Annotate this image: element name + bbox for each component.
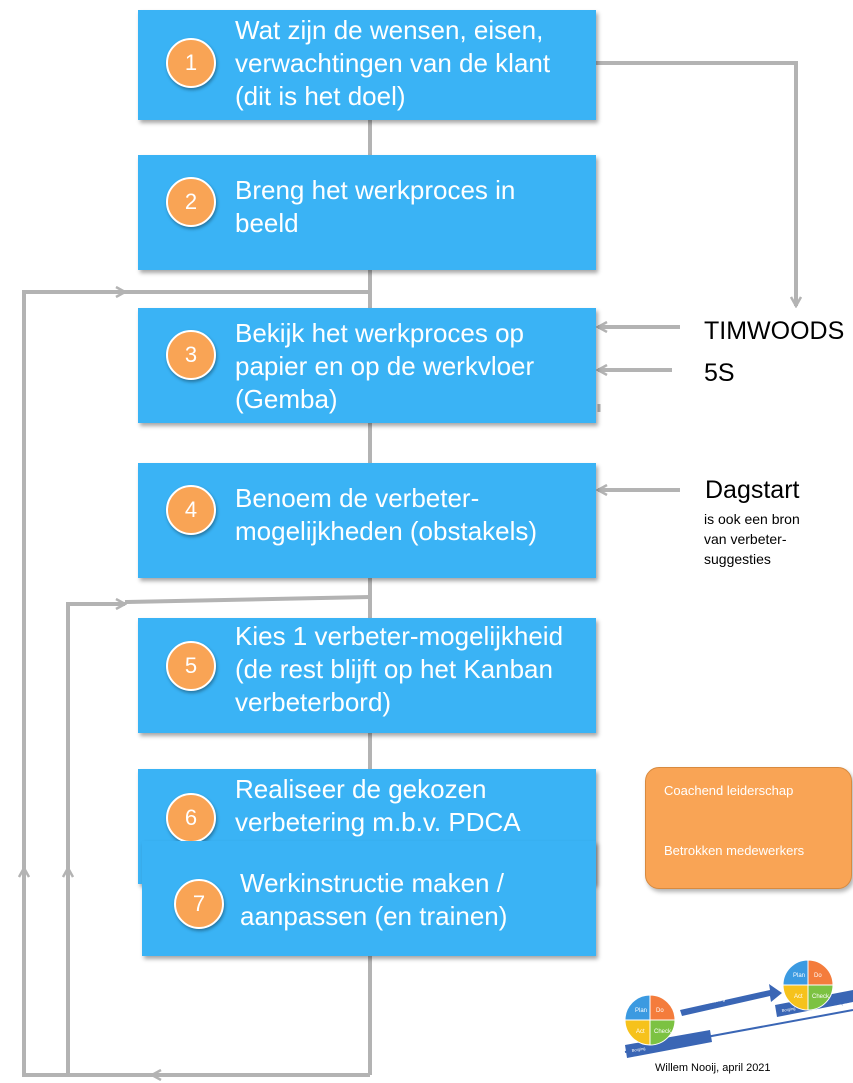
loop-segment-to-main-5: [124, 595, 371, 604]
verbetering-label: Verbetering: [699, 997, 725, 1007]
betrokken-medewerkers-text: Betrokken medewerkers: [664, 843, 805, 858]
step-7-badge: 7: [174, 879, 224, 929]
step-3-text: Bekijk het werkproces op papier en op de…: [235, 318, 535, 414]
step-2-badge: 2: [166, 177, 216, 227]
pdca-base-line: [624, 1009, 853, 1053]
pdca-plan-left: Plan: [635, 1008, 647, 1014]
dagstart-label: Dagstart: [705, 476, 800, 504]
verbetering-arrow: [680, 984, 782, 1016]
step-6-badge: 6: [166, 793, 216, 843]
step-4-box: 4 Benoem de verbeter- mogelijkheden (obs…: [138, 463, 596, 578]
step-7-box: 7 Werkinstructie maken / aanpassen (en t…: [142, 841, 596, 956]
step-7-text: Werkinstructie maken / aanpassen (en tra…: [240, 868, 508, 931]
step-1-text: Wat zijn de wensen, eisen, verwachtingen…: [235, 15, 551, 111]
pdca-illustration: Verbetering Borging Borging Prestaties (…: [624, 959, 853, 1058]
step-1-box: 1 Wat zijn de wensen, eisen, verwachting…: [138, 10, 596, 120]
pdca-check-left: Check: [654, 1029, 672, 1035]
timwoods-label: TIMWOODS: [704, 317, 845, 345]
step-2-text: Breng het werkproces in beeld: [235, 175, 516, 238]
pdca-wheel-right: Plan Do Act Check: [782, 959, 834, 1011]
step-3-box: 3 Bekijk het werkproces op papier en op …: [138, 308, 596, 423]
pdca-wheel-left: Plan Do Act Check: [624, 994, 676, 1046]
dagstart-note: is ook een bron van verbeter- suggesties: [704, 511, 800, 567]
coachend-leiderschap-text: Coachend leiderschap: [664, 783, 794, 798]
step-1-badge: 1: [166, 38, 216, 88]
pdca-act-right: Act: [794, 994, 803, 1000]
borging-label-right: Borging: [781, 1006, 795, 1013]
step-4-text: Benoem de verbeter- mogelijkheden (obsta…: [235, 483, 538, 546]
step-4-badge: 4: [166, 485, 216, 535]
step-5-box: 5 Kies 1 verbeter-mogelijkheid (de rest …: [138, 618, 596, 733]
pdca-act-left: Act: [636, 1029, 645, 1035]
pdca-do-left: Do: [656, 1008, 664, 1014]
feedback-loop-inner: [66, 604, 125, 1075]
pdca-plan-right: Plan: [793, 973, 805, 979]
arrow-step1-to-timwoods: [596, 61, 796, 306]
pdca-do-right: Do: [814, 973, 822, 979]
step-5-badge: 5: [166, 641, 216, 691]
step-2-box: 2 Breng het werkproces in beeld: [138, 155, 596, 270]
footer-credit: Willem Nooij, april 2021: [655, 1062, 771, 1074]
pdca-check-right: Check: [812, 994, 830, 1000]
step-5-text: Kies 1 verbeter-mogelijkheid (de rest bl…: [235, 621, 564, 717]
borging-label-left: Borging: [631, 1046, 645, 1053]
five-s-label: 5S: [704, 359, 735, 387]
step-3-badge: 3: [166, 330, 216, 380]
leadership-box: Coachend leiderschap Betrokken medewerke…: [645, 767, 852, 889]
